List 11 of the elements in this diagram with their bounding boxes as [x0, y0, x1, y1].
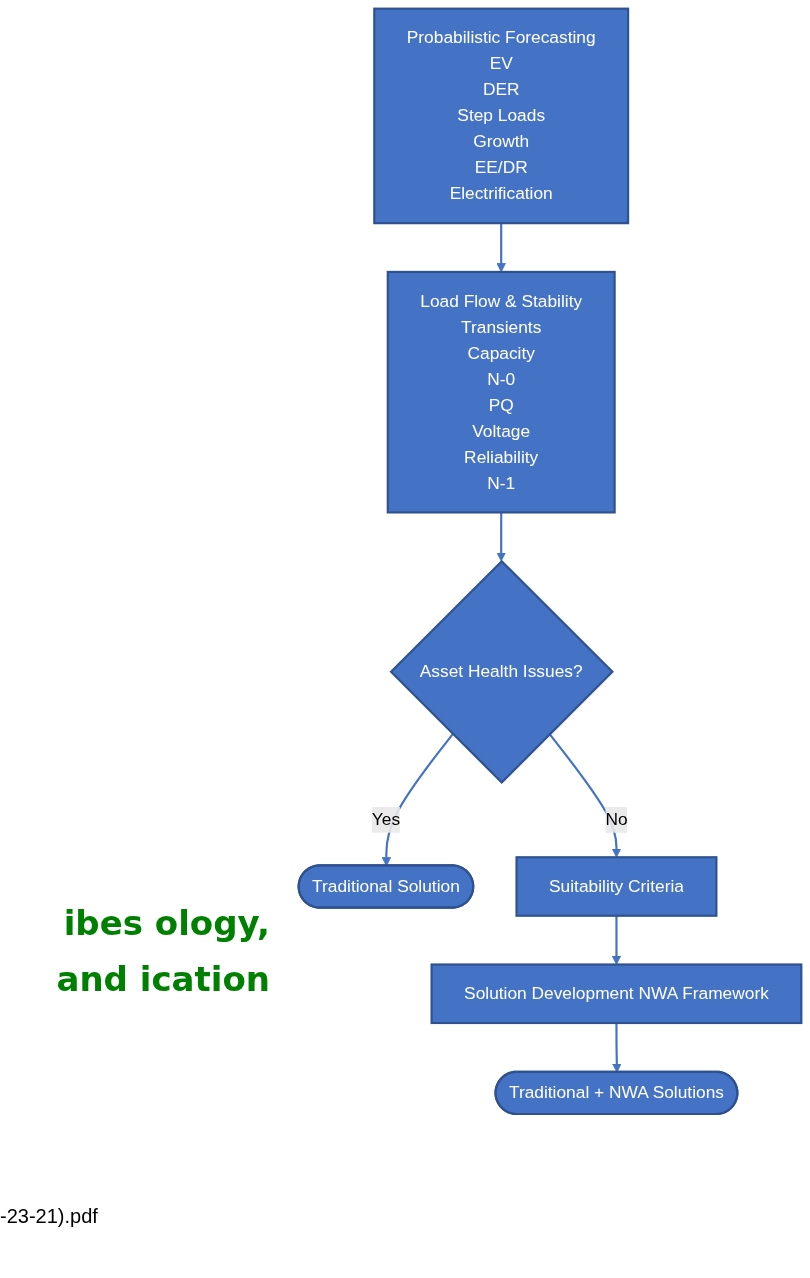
arrow	[496, 512, 506, 562]
node-box: Probabilistic Forecasting EV DER Step Loads Growth EE/DR Electrification	[373, 7, 630, 225]
edge-label: No	[605, 810, 628, 829]
file-name: -23-21).pdf	[0, 1205, 98, 1228]
heading-fragment: ibes ology, and ication	[55, 902, 270, 1001]
node-diamond: Asset Health Issues?	[389, 559, 614, 785]
node-box: Load Flow & Stability Transients Capacity N-0 PQ Voltage Reliability N-1	[386, 270, 616, 514]
arrow	[611, 915, 622, 965]
node-box: Suitability Criteria	[515, 856, 718, 917]
edge-label: Yes	[371, 810, 401, 829]
node-box: Solution Development NWA Framework	[430, 963, 803, 1025]
